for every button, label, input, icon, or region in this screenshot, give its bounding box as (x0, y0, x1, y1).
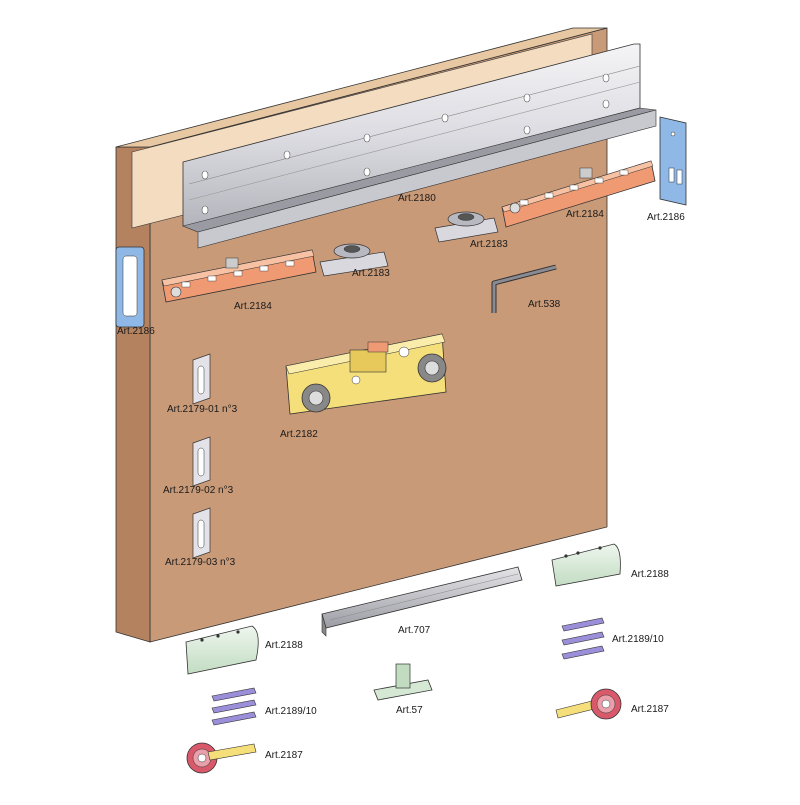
label-guide-wheel-right: Art.2187 (631, 704, 669, 715)
door-top-edge (115, 27, 608, 148)
floor-guide (373, 663, 433, 701)
plate-1 (192, 353, 211, 405)
stopper-left (115, 246, 145, 328)
label-guide-cover-right: Art.2188 (631, 569, 669, 580)
bottom-channel (321, 566, 523, 637)
label-guide-wheel-left: Art.2187 (265, 750, 303, 761)
label-rail: Art.2180 (398, 193, 436, 204)
label-floor-guide: Art.57 (396, 705, 423, 716)
label-hex-key: Art.538 (528, 299, 561, 310)
plate-2 (192, 436, 211, 487)
label-plate-3: Art.2179-03 n°3 (165, 557, 236, 568)
stopper-right (659, 116, 687, 206)
label-stopper-right: Art.2186 (647, 212, 685, 223)
bracket-right (501, 160, 656, 228)
guide-wheel-left (186, 742, 257, 774)
label-shims-left: Art.2189/10 (265, 706, 317, 717)
shims-left (211, 687, 257, 726)
top-rail (182, 43, 657, 249)
label-bottom-channel: Art.707 (398, 625, 431, 636)
label-shims-right: Art.2189/10 (612, 634, 664, 645)
label-plate-2: Art.2179-02 n°3 (163, 485, 234, 496)
label-bracket-left: Art.2184 (234, 301, 272, 312)
label-roller-right: Art.2183 (470, 239, 508, 250)
plate-3 (192, 507, 211, 559)
hex-key (491, 264, 557, 313)
label-carriage: Art.2182 (280, 429, 318, 440)
label-bracket-right: Art.2184 (566, 209, 604, 220)
carriage (285, 333, 447, 415)
label-guide-cover-left: Art.2188 (265, 640, 303, 651)
shims-right (561, 617, 605, 660)
label-roller-left: Art.2183 (352, 268, 390, 279)
guide-cover-right (551, 543, 621, 587)
guide-wheel-right (555, 688, 622, 720)
guide-cover-left (185, 625, 259, 675)
label-stopper-left: Art.2186 (117, 326, 155, 337)
bracket-left (161, 249, 317, 303)
label-plate-1: Art.2179-01 n°3 (167, 404, 238, 415)
roller-right (434, 211, 499, 243)
roller-left (319, 243, 389, 277)
